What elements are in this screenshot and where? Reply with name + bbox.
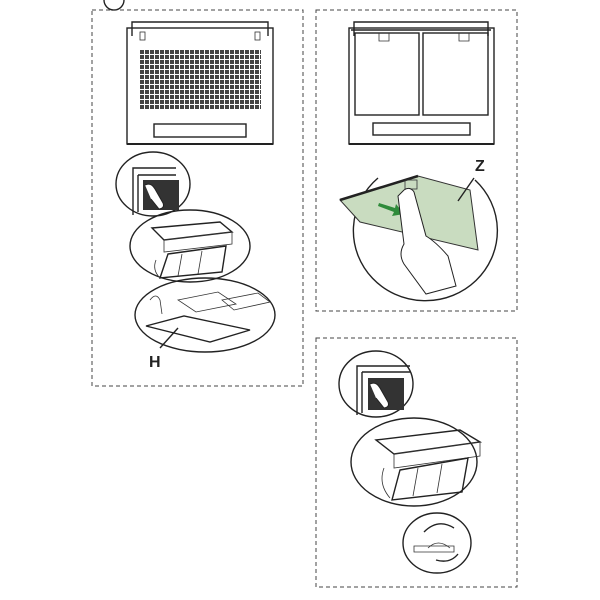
detail-latch-press <box>115 151 191 217</box>
detail-filter-lowering <box>129 209 251 283</box>
panel-filter-reinstall <box>315 337 518 588</box>
detail-carbon-filter-unclip: Z <box>339 158 499 302</box>
hood-front-view-carbon-filters <box>348 21 495 145</box>
panel-carbon-filter-removal: Z <box>315 9 518 312</box>
detail-latch-press-2 <box>338 350 414 418</box>
detail-filter-clip <box>402 512 472 574</box>
panel-grease-filter-removal: H <box>91 9 304 387</box>
detail-filter-removed: H <box>134 277 276 371</box>
hood-front-view-mesh <box>126 21 274 145</box>
panel-border <box>315 337 518 588</box>
green-arrow-icon <box>378 203 404 216</box>
panel-border <box>91 9 304 387</box>
label-h: H <box>149 354 161 371</box>
detail-filter-raising <box>350 417 483 507</box>
label-z: Z <box>475 158 485 175</box>
step-number-circle <box>103 0 125 11</box>
panel-border <box>315 9 518 312</box>
